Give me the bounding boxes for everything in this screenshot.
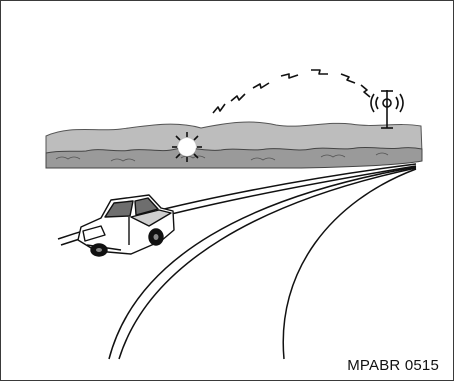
reflection-burst-icon xyxy=(172,132,202,162)
radio-wave-icon xyxy=(213,70,370,113)
road-curve-outer-left xyxy=(109,167,416,359)
figure-code: MPABR 0515 xyxy=(347,357,439,374)
road-curve-right xyxy=(283,169,416,359)
road-curve-inner-left xyxy=(119,168,416,359)
car-icon xyxy=(78,195,174,256)
radio-tower-icon xyxy=(371,90,403,128)
road xyxy=(58,164,416,359)
near-hills xyxy=(46,147,422,168)
